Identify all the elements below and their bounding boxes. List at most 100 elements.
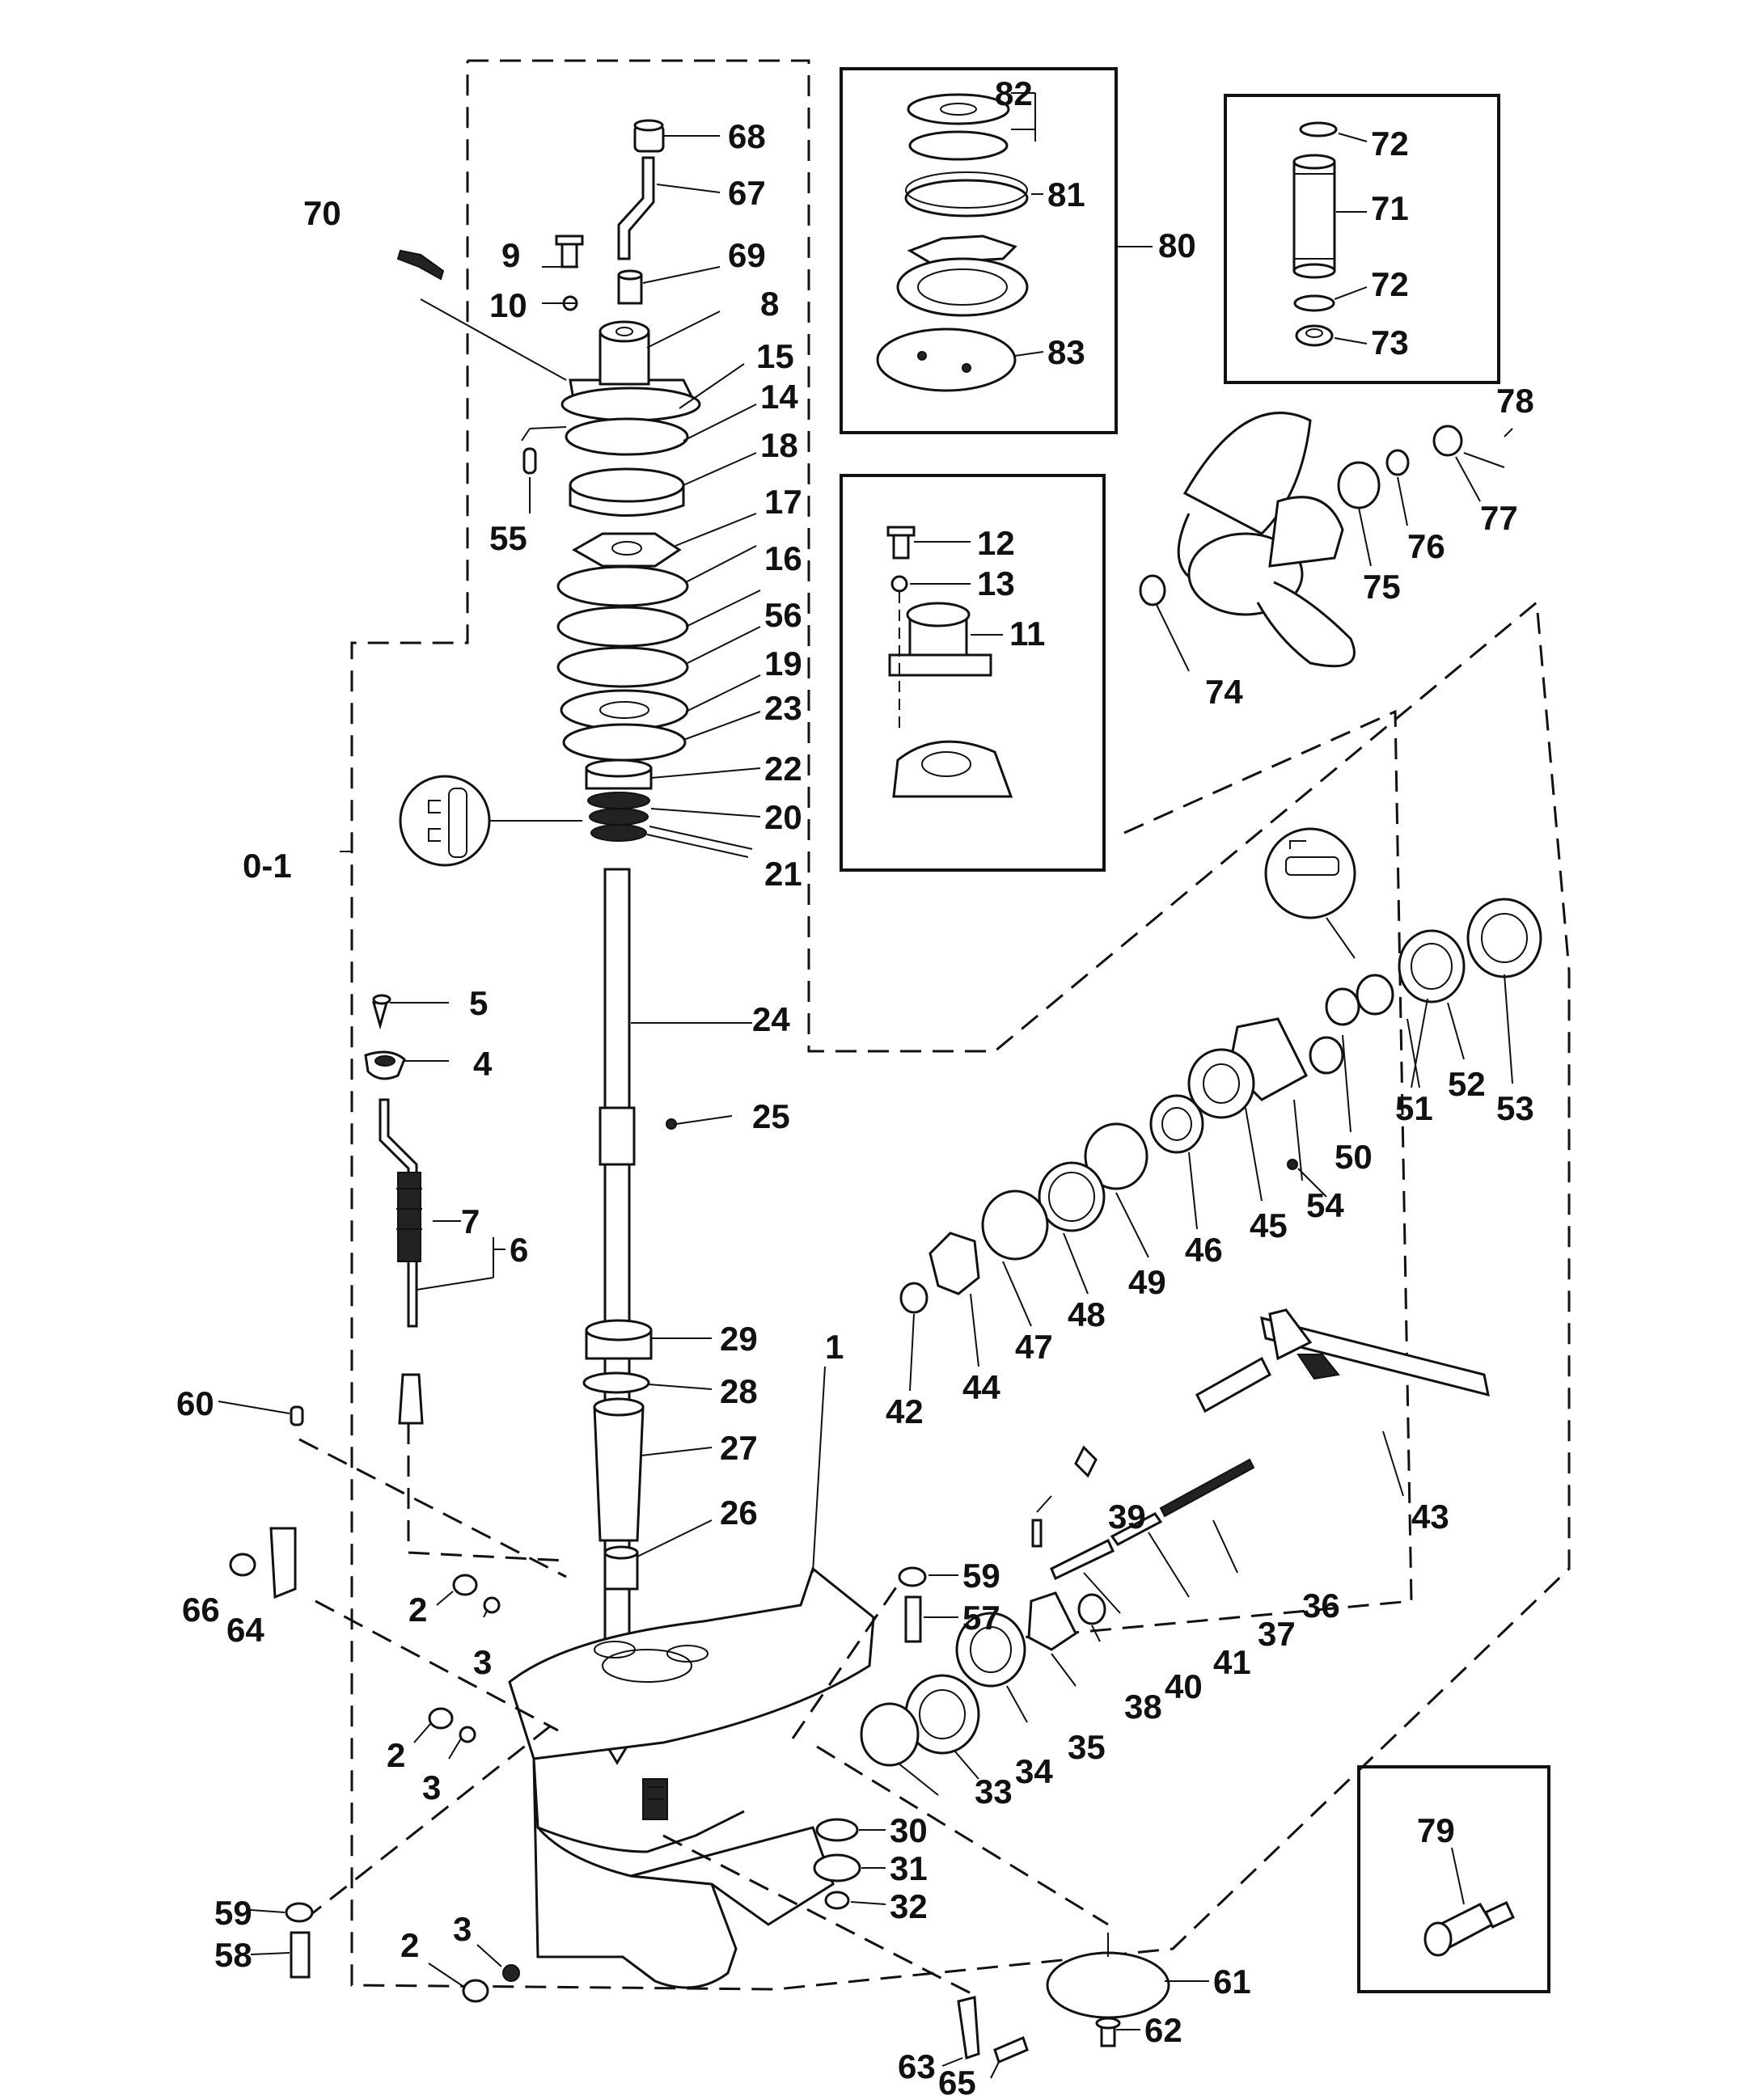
callout-35: 35 <box>1068 1728 1106 1766</box>
callout-25: 25 <box>752 1097 790 1135</box>
callout-72-top: 72 <box>1371 125 1409 163</box>
callout-3-top: 3 <box>473 1643 492 1681</box>
callout-1: 1 <box>825 1328 844 1366</box>
callout-41: 41 <box>1213 1643 1251 1681</box>
callout-68: 68 <box>728 117 766 155</box>
callout-36: 36 <box>1302 1587 1340 1625</box>
callout-9: 9 <box>501 236 520 274</box>
callout-34: 34 <box>1015 1752 1053 1790</box>
callout-28: 28 <box>720 1372 758 1410</box>
callout-31: 31 <box>890 1849 928 1887</box>
callout-22: 22 <box>764 750 802 788</box>
callout-30: 30 <box>890 1811 928 1849</box>
callout-81: 81 <box>1047 175 1085 213</box>
callout-75: 75 <box>1363 568 1401 606</box>
callout-14: 14 <box>760 378 798 416</box>
callout-29: 29 <box>720 1320 758 1358</box>
callout-83: 83 <box>1047 333 1085 371</box>
callout-17: 17 <box>764 483 802 521</box>
callout-45: 45 <box>1250 1206 1288 1244</box>
shift-linkage <box>364 994 505 1425</box>
callout-21: 21 <box>764 855 802 893</box>
callout-82: 82 <box>995 74 1033 112</box>
callout-51: 51 <box>1395 1089 1433 1127</box>
callout-76: 76 <box>1407 527 1445 565</box>
callout-32: 32 <box>890 1887 928 1925</box>
callout-47: 47 <box>1015 1328 1053 1366</box>
propshaft-train <box>899 827 1542 1392</box>
inset-box-71 <box>1224 94 1500 384</box>
callout-72-bottom: 72 <box>1371 265 1409 303</box>
callout-57: 57 <box>962 1599 1000 1637</box>
callout-7: 7 <box>461 1202 480 1240</box>
callout-37: 37 <box>1258 1615 1296 1653</box>
inset-box-79 <box>1357 1765 1550 1993</box>
callout-67: 67 <box>728 174 766 212</box>
inset-water-pump-kit: 82 81 83 80 <box>840 67 1196 434</box>
callout-18: 18 <box>760 426 798 464</box>
gear-housing <box>298 1366 1109 1999</box>
callout-2-mid: 2 <box>387 1736 405 1774</box>
callout-19: 19 <box>764 644 802 682</box>
assembly-boundaries <box>350 59 1571 1991</box>
callout-20: 20 <box>764 798 802 836</box>
callout-15: 15 <box>756 337 794 375</box>
callout-43: 43 <box>1411 1498 1449 1536</box>
callout-5: 5 <box>469 984 488 1022</box>
propshaft-43 <box>860 1308 1490 1796</box>
callout-55: 55 <box>489 519 527 557</box>
callout-62: 62 <box>1144 2011 1182 2049</box>
callout-44: 44 <box>962 1368 1000 1406</box>
callout-60: 60 <box>176 1384 214 1422</box>
callout-labels: 68 67 69 70 9 10 8 15 14 18 55 17 16 56 … <box>176 117 1534 2100</box>
callout-27: 27 <box>720 1429 758 1467</box>
callout-3-bottom: 3 <box>453 1910 472 1948</box>
callout-71: 71 <box>1371 189 1409 227</box>
inset-box-11 <box>840 474 1106 872</box>
callout-66: 66 <box>182 1591 220 1629</box>
callout-23: 23 <box>764 689 802 727</box>
callout-40: 40 <box>1165 1667 1203 1705</box>
inset-box-80 <box>840 67 1118 434</box>
callout-10: 10 <box>489 286 527 324</box>
callout-0-1: 0-1 <box>243 847 292 885</box>
callout-26: 26 <box>720 1494 758 1532</box>
callout-77: 77 <box>1480 499 1518 537</box>
callout-74: 74 <box>1205 673 1243 711</box>
callout-64: 64 <box>226 1611 264 1649</box>
callout-52: 52 <box>1448 1065 1486 1103</box>
callout-53: 53 <box>1496 1089 1534 1127</box>
inset-fitting: 79 <box>1357 1765 1550 1993</box>
callout-12: 12 <box>977 524 1015 562</box>
callout-24: 24 <box>752 1000 790 1038</box>
callout-69: 69 <box>728 236 766 274</box>
callout-73: 73 <box>1371 323 1409 361</box>
callout-38: 38 <box>1124 1688 1162 1726</box>
callout-54: 54 <box>1306 1186 1344 1224</box>
inset-pump-housing: 12 13 11 <box>840 474 1106 872</box>
callout-46: 46 <box>1185 1231 1223 1269</box>
callout-39: 39 <box>1108 1498 1146 1536</box>
gear-case-boundary <box>978 709 1413 1643</box>
callout-56: 56 <box>764 596 802 634</box>
callout-59-left: 59 <box>214 1894 252 1932</box>
callout-48: 48 <box>1068 1295 1106 1333</box>
callout-70: 70 <box>303 194 341 232</box>
callout-59-right: 59 <box>962 1557 1000 1595</box>
callout-2-top: 2 <box>408 1591 427 1629</box>
callout-78: 78 <box>1496 382 1534 420</box>
callout-79: 79 <box>1417 1811 1455 1849</box>
callout-6: 6 <box>510 1231 528 1269</box>
inset-driveshaft-tube: 72 71 72 73 <box>1224 94 1500 384</box>
assembly-0-1-boundary <box>350 59 1571 1991</box>
callout-50: 50 <box>1335 1138 1373 1176</box>
propeller-assembly <box>1139 412 1513 672</box>
callout-80: 80 <box>1158 226 1196 264</box>
driveshaft-stack <box>396 119 701 1765</box>
callout-13: 13 <box>977 564 1015 602</box>
small-hardware <box>218 135 1209 2079</box>
callout-16: 16 <box>764 539 802 577</box>
callout-65: 65 <box>938 2064 976 2100</box>
callout-11: 11 <box>1009 615 1045 653</box>
